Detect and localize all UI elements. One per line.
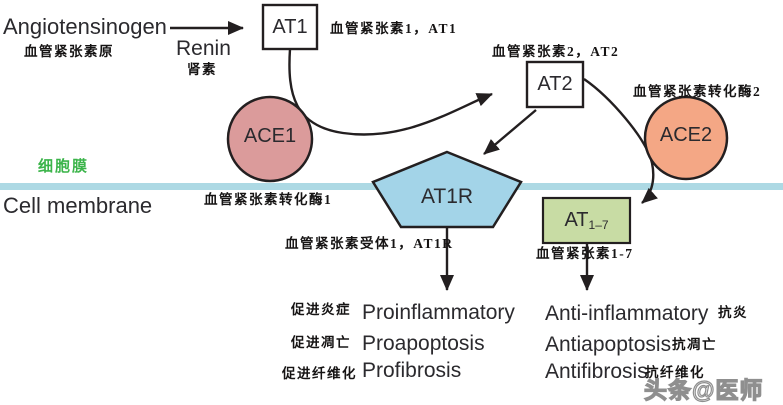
effect-antifibrosis-zh: 抗纤维化	[645, 365, 705, 380]
membrane-label: Cell membrane	[3, 193, 153, 218]
at17-box	[541, 196, 632, 245]
at17-label-zh: 血管紧张素1-7	[536, 246, 634, 261]
at17-label-main: AT	[564, 209, 589, 231]
effect-antiapoptosis-zh: 抗凋亡	[672, 337, 717, 352]
angiotensinogen-label-zh: 血管紧张素原	[24, 44, 114, 59]
ace1-circle	[226, 95, 314, 183]
at2-label-zh: 血管紧张素2，AT2	[492, 44, 620, 59]
at1-label-zh: 血管紧张素1，AT1	[330, 21, 458, 36]
at1-box-label: AT1	[272, 15, 308, 38]
effect-profibrosis: Profibrosis	[362, 359, 462, 382]
effect-proapoptosis-zh: 促进凋亡	[291, 335, 351, 350]
effect-proapoptosis: Proapoptosis	[362, 332, 485, 355]
arrow-at2-to-at1r	[483, 109, 537, 155]
arrow-at1-to-at2	[288, 48, 493, 136]
angiotensinogen-label: Angiotensinogen	[3, 14, 167, 39]
ace2-label-zh: 血管紧张素转化酶2	[633, 84, 762, 99]
ace2-circle-label: ACE2	[659, 124, 713, 146]
at2-box-label: AT2	[537, 73, 573, 95]
toutiao-watermark: 头条@医师禚	[643, 376, 764, 403]
at1r-pentagon	[371, 150, 523, 229]
renin-label: Renin	[176, 37, 231, 60]
effect-antiinflammatory-zh: 抗炎	[718, 305, 748, 320]
at1-box	[261, 3, 319, 51]
effect-proinflammatory-zh: 促进炎症	[291, 302, 351, 317]
at1r-label-zh: 血管紧张素受体1，AT1R	[285, 236, 454, 251]
ace2-circle	[643, 95, 729, 181]
effect-proinflammatory: Proinflammatory	[362, 301, 515, 324]
at2-box	[525, 60, 585, 109]
effect-antifibrosis: Antifibrosis	[545, 360, 648, 383]
membrane-label-zh: 细胞膜	[38, 159, 90, 175]
renin-label-zh: 肾素	[187, 62, 217, 77]
effect-antiapoptosis: Antiapoptosis	[545, 333, 672, 356]
ace1-circle-label: ACE1	[243, 125, 297, 147]
at17-label-sub: 1–7	[588, 217, 609, 232]
effect-profibrosis-zh: 促进纤维化	[282, 366, 357, 381]
effect-antiinflammatory: Anti-inflammatory	[545, 302, 709, 325]
ace1-label-zh: 血管紧张素转化酶1	[204, 192, 333, 207]
at1r-pentagon-label: AT1R	[420, 185, 474, 208]
